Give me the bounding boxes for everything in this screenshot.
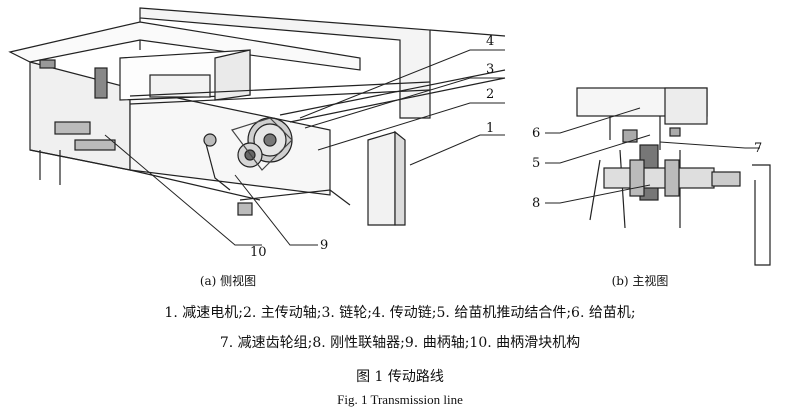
subcaption-side-view: (a) 侧视图: [200, 273, 256, 288]
callout-6: 6: [532, 126, 540, 141]
legend-line-2: 7. 减速齿轮组;8. 刚性联轴器;9. 曲柄轴;10. 曲柄滑块机构: [219, 335, 581, 351]
callout-9: 9: [320, 238, 328, 253]
front-view-drawing: [576, 87, 771, 266]
side-view-callouts: 4 3 2 1 9 10: [250, 34, 494, 260]
front-view-leaders: [545, 107, 760, 204]
callout-1: 1: [486, 121, 494, 136]
side-view-leaders: [104, 49, 505, 246]
legend-line-1: 1. 减速电机;2. 主传动轴;3. 链轮;4. 传动链;5. 给苗机推动结合件…: [164, 305, 636, 321]
figure-title-english: Fig. 1 Transmission line: [337, 392, 463, 407]
callout-2: 2: [486, 87, 494, 102]
front-view-callouts: 6 5 7 8: [532, 126, 762, 211]
callout-5: 5: [532, 156, 540, 171]
subcaption-front-view: (b) 主视图: [612, 273, 669, 288]
callout-3: 3: [486, 62, 494, 77]
callout-7: 7: [754, 141, 762, 156]
callout-4: 4: [486, 34, 494, 49]
callout-8: 8: [532, 196, 540, 211]
callout-10: 10: [250, 245, 267, 260]
figure-title: 图 1 传动路线: [356, 369, 444, 385]
side-view-drawing: [8, 7, 506, 226]
